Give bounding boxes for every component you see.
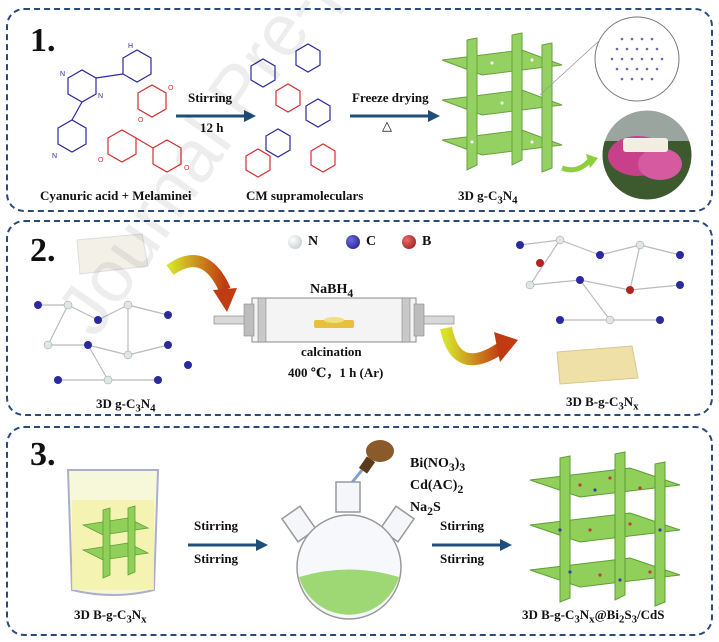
3d-gcn-sheets-illustration — [441, 32, 563, 173]
gcn-label: 3D g-C3N4 — [96, 396, 156, 415]
panel-step-1 — [6, 8, 713, 212]
legend-n: N — [288, 234, 318, 250]
panel-step-3 — [6, 426, 713, 636]
step-3-number: 3. — [30, 436, 56, 473]
reactants-label: Cyanuric acid + Melaminei — [40, 188, 192, 203]
green-arrow-to-photo — [561, 154, 598, 173]
step-2-number: 2. — [30, 232, 56, 269]
svg-text:N: N — [60, 71, 65, 78]
cm-supramolecular-illustration — [245, 43, 336, 178]
legend-b: B — [402, 234, 431, 250]
svg-text:N: N — [98, 93, 103, 100]
arrow1-bottom-label: 12 h — [200, 120, 224, 135]
inset-guide-lines — [539, 39, 601, 96]
tube-furnace — [213, 297, 455, 343]
bgcn-label: 3D B-g-C3Nx — [566, 394, 639, 413]
stirring-arrow-3a — [188, 539, 268, 551]
boron-dot-icon — [402, 235, 416, 249]
composite-sheets-illustration — [529, 451, 681, 607]
bgcn-lattice-right — [516, 235, 684, 325]
step-1-number: 1. — [30, 22, 56, 59]
flower-photo — [599, 107, 695, 203]
carbon-dot-icon — [346, 235, 360, 249]
nitrogen-dot-icon — [288, 235, 302, 249]
bgcn-label-3: 3D B-g-C3Nx — [74, 607, 147, 626]
process-label: calcination — [301, 344, 362, 359]
arrow1-top-label: Stirring — [188, 90, 233, 105]
three-neck-flask — [280, 481, 416, 620]
svg-text:O: O — [98, 157, 104, 164]
svg-text:H: H — [128, 43, 133, 50]
sponge-left-illustration — [76, 233, 149, 275]
composite-label: 3D B-g-C3Nx@Bi2S3/CdS — [522, 607, 665, 626]
svg-text:O: O — [184, 165, 190, 172]
legend-c: C — [346, 234, 376, 250]
curved-arrow-into-furnace — [166, 255, 237, 312]
freeze-drying-arrow — [350, 110, 440, 122]
arrow3a-top-label: Stirring — [194, 518, 239, 533]
svg-text:O: O — [168, 85, 174, 92]
reagent-nabh4: NaBH4 — [310, 282, 354, 300]
stirring-arrow — [176, 110, 256, 122]
reactant-molecules-illustration: N N H N O O O O — [52, 43, 190, 173]
dropper-icon — [344, 440, 394, 491]
arrow3b-top-label: Stirring — [440, 518, 485, 533]
curved-arrow-out-of-furnace — [440, 326, 518, 366]
cm-label: CM supramoleculars — [246, 188, 364, 203]
arrow3a-bottom-label: Stirring — [194, 551, 239, 566]
panel-step-2 — [6, 220, 713, 416]
stirring-arrow-3b — [432, 539, 512, 551]
molecular-inset-circle — [594, 16, 680, 102]
svg-text:O: O — [138, 117, 144, 124]
gcn-lattice-left — [34, 300, 192, 385]
svg-text:N: N — [52, 153, 57, 160]
reagent-bi-nitrate: Bi(NO3)3 — [410, 456, 466, 474]
arrow2-top-label: Freeze drying — [352, 90, 429, 105]
conditions-label: 400 ℃，1 h (Ar) — [288, 365, 384, 380]
beaker-illustration — [66, 469, 160, 596]
reagent-na2s: Na2S — [410, 500, 441, 518]
arrow2-bottom-label: △ — [382, 118, 392, 133]
sponge-right-illustration — [556, 345, 639, 385]
arrow3b-bottom-label: Stirring — [440, 551, 485, 566]
product1-label: 3D g-C3N4 — [458, 188, 518, 207]
reagent-cd-acetate: Cd(AC)2 — [410, 478, 464, 496]
